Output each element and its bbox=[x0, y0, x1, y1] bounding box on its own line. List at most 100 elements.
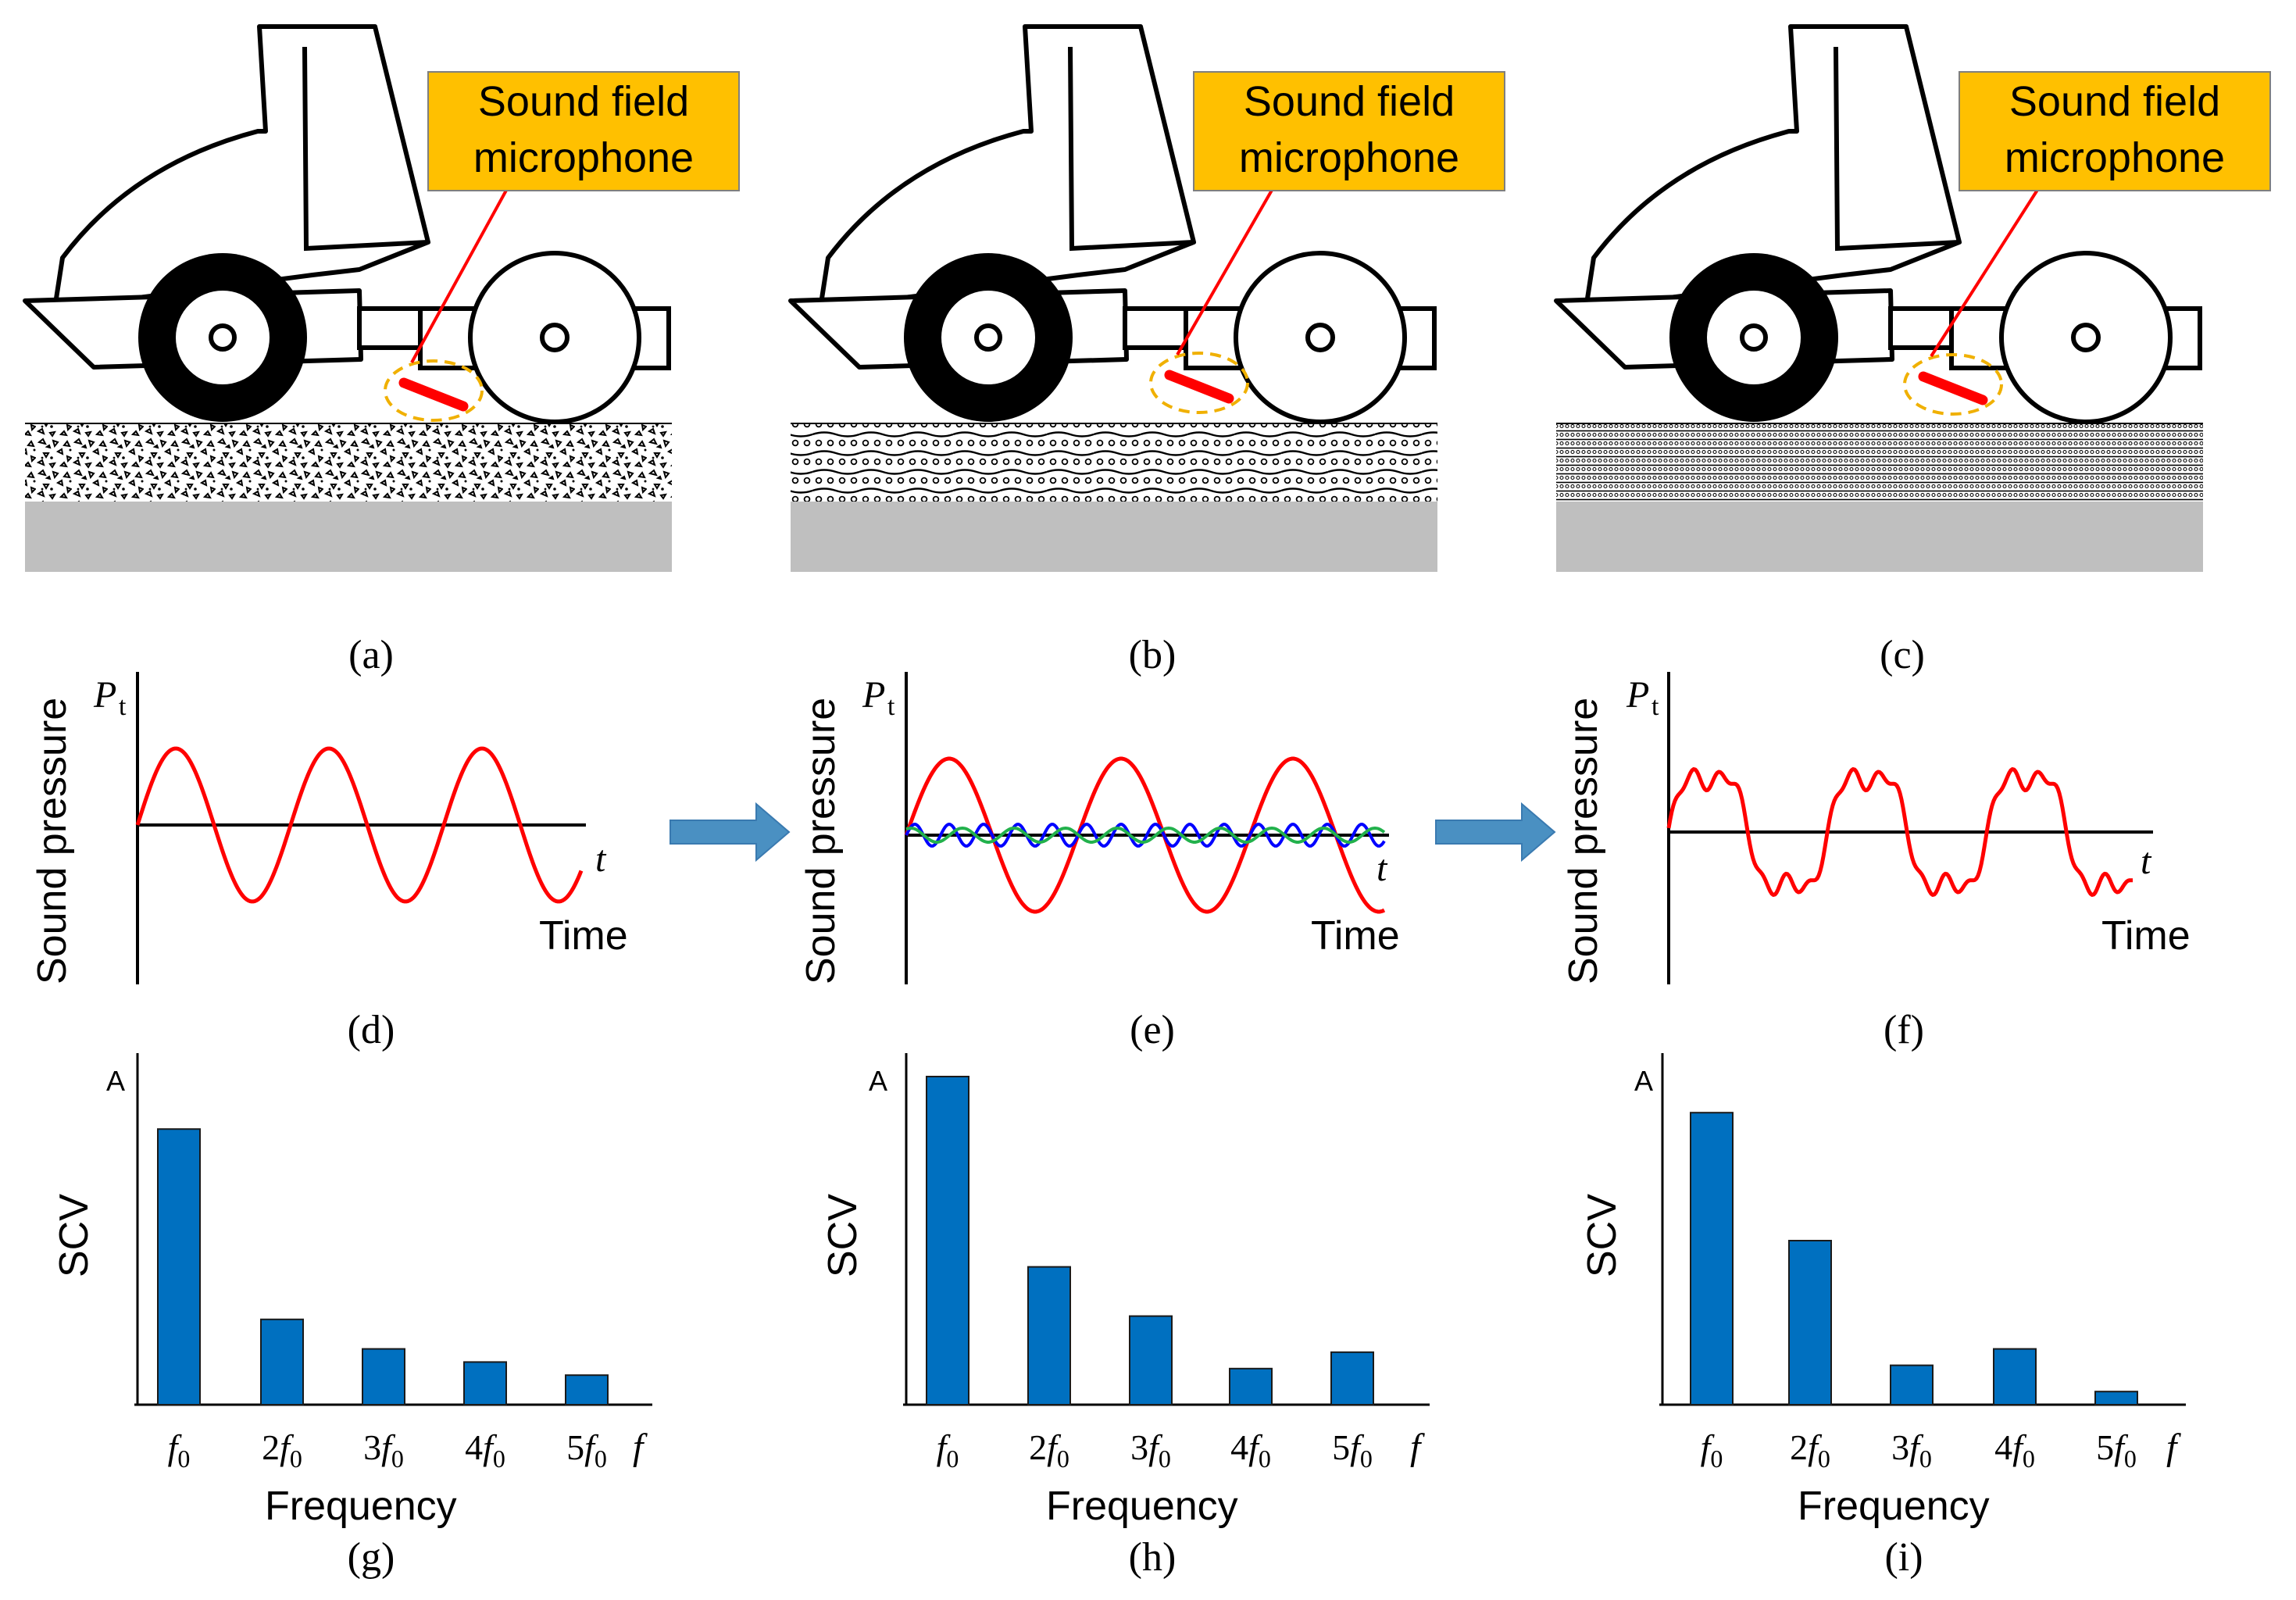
bar-5f0 bbox=[565, 1374, 609, 1405]
cab-window bbox=[1068, 46, 1194, 252]
tick-label-4f0: 4f0 bbox=[465, 1427, 505, 1473]
tick-label-3f0: 3f0 bbox=[1891, 1427, 1932, 1473]
tick-label-f0: f0 bbox=[1701, 1427, 1723, 1473]
y-axis-label: SCV bbox=[1580, 1194, 1625, 1277]
x-axis-label: Frequency bbox=[1046, 1484, 1238, 1529]
panel-caption: (a) bbox=[348, 633, 394, 677]
y-symbol-sub: t bbox=[887, 692, 895, 721]
base-layer bbox=[25, 500, 672, 572]
y-symbol: P bbox=[93, 674, 116, 716]
tick-label-2f0: 2f0 bbox=[1029, 1427, 1069, 1473]
tick-label-2f0: 2f0 bbox=[262, 1427, 302, 1473]
x-symbol: t bbox=[1377, 848, 1388, 889]
bar-4f0 bbox=[1229, 1367, 1273, 1406]
drum-axle bbox=[540, 323, 570, 352]
asphalt-layer bbox=[791, 423, 1437, 502]
bar-3f0 bbox=[1890, 1364, 1934, 1405]
bar-3f0 bbox=[362, 1348, 405, 1405]
x-axis-label: Frequency bbox=[265, 1484, 457, 1529]
x-axis-label: Time bbox=[1311, 913, 1400, 959]
tick-label-5f0: 5f0 bbox=[1332, 1427, 1373, 1473]
bar-f0 bbox=[157, 1128, 201, 1405]
leader-line bbox=[410, 187, 509, 363]
tick-label-4f0: 4f0 bbox=[1994, 1427, 2035, 1473]
wave-composite bbox=[1666, 767, 2134, 897]
ymax-label: A bbox=[1634, 1065, 1653, 1097]
microphone-icon bbox=[398, 377, 469, 412]
panel-caption: (f) bbox=[1884, 1008, 1924, 1052]
microphone-ring bbox=[1149, 352, 1249, 414]
tick-label-f0: f0 bbox=[937, 1427, 959, 1473]
roller-panel-1: Sound field microphone (a) bbox=[23, 24, 740, 677]
y-axis-label: Sound pressure bbox=[1561, 698, 1606, 984]
transition-arrow-2 bbox=[1435, 802, 1556, 862]
leader-line bbox=[1176, 187, 1275, 355]
frame-connector bbox=[1123, 306, 1188, 350]
callout-box bbox=[1959, 71, 2271, 191]
frame-connector bbox=[357, 306, 423, 350]
tick-label-4f0: 4f0 bbox=[1230, 1427, 1271, 1473]
y-axis-label: SCV bbox=[820, 1194, 866, 1277]
rear-axle bbox=[1740, 323, 1768, 352]
panel-caption: (d) bbox=[348, 1008, 395, 1052]
bar-5f0 bbox=[2094, 1391, 2138, 1405]
tick-label-f0: f0 bbox=[168, 1427, 191, 1473]
leader-line bbox=[1930, 186, 2041, 358]
bar-4f0 bbox=[1993, 1348, 2037, 1405]
panel-caption: (i) bbox=[1884, 1535, 1923, 1580]
x-axis-label: Time bbox=[539, 913, 628, 959]
panel-caption: (c) bbox=[1880, 633, 1925, 677]
tick-label-5f0: 5f0 bbox=[2096, 1427, 2137, 1473]
callout-box bbox=[1193, 71, 1505, 191]
panel-caption: (b) bbox=[1129, 633, 1177, 677]
callout-line-2: microphone bbox=[473, 134, 694, 181]
y-axis-label: Sound pressure bbox=[798, 698, 844, 984]
frame-connector bbox=[1888, 306, 1954, 350]
bar-5f0 bbox=[1330, 1351, 1374, 1406]
x-symbol: t bbox=[2141, 841, 2152, 882]
microphone-ring bbox=[384, 359, 484, 422]
y-symbol-sub: t bbox=[119, 692, 127, 721]
bar-f0 bbox=[1690, 1112, 1734, 1405]
callout-line-2: microphone bbox=[1239, 134, 1459, 181]
rear-axle bbox=[974, 323, 1002, 352]
wave-fundamental bbox=[135, 746, 584, 904]
ymax-label: A bbox=[106, 1065, 125, 1097]
callout-line-1: Sound field bbox=[2009, 78, 2220, 125]
asphalt-layer bbox=[1556, 423, 2203, 502]
bar-2f0 bbox=[260, 1318, 304, 1406]
callout-line-1: Sound field bbox=[1244, 78, 1455, 125]
y-symbol-sub: t bbox=[1651, 692, 1659, 721]
cab-window bbox=[302, 46, 429, 252]
microphone-icon bbox=[1918, 371, 1988, 405]
rear-axle bbox=[209, 323, 237, 352]
y-symbol: P bbox=[1626, 674, 1649, 716]
callout-line-1: Sound field bbox=[478, 78, 689, 125]
ymax-label: A bbox=[869, 1065, 887, 1097]
bar-2f0 bbox=[1027, 1266, 1071, 1405]
callout-box bbox=[427, 71, 740, 191]
bar-3f0 bbox=[1129, 1315, 1173, 1405]
microphone-ring bbox=[1903, 353, 2003, 416]
x-symbol: t bbox=[595, 838, 607, 880]
y-symbol: P bbox=[862, 674, 885, 716]
drum-axle bbox=[1305, 323, 1335, 352]
bar-4f0 bbox=[463, 1361, 507, 1406]
wave-fundamental bbox=[904, 756, 1386, 914]
x-symbol: f bbox=[633, 1427, 648, 1468]
panel-caption: (g) bbox=[348, 1535, 395, 1580]
transition-arrow-1 bbox=[670, 802, 791, 862]
x-axis-label: Time bbox=[2101, 913, 2191, 959]
tick-label-2f0: 2f0 bbox=[1790, 1427, 1830, 1473]
bar-f0 bbox=[926, 1076, 969, 1405]
wave-harmonic-b bbox=[905, 827, 1386, 844]
microphone-icon bbox=[1164, 370, 1234, 404]
